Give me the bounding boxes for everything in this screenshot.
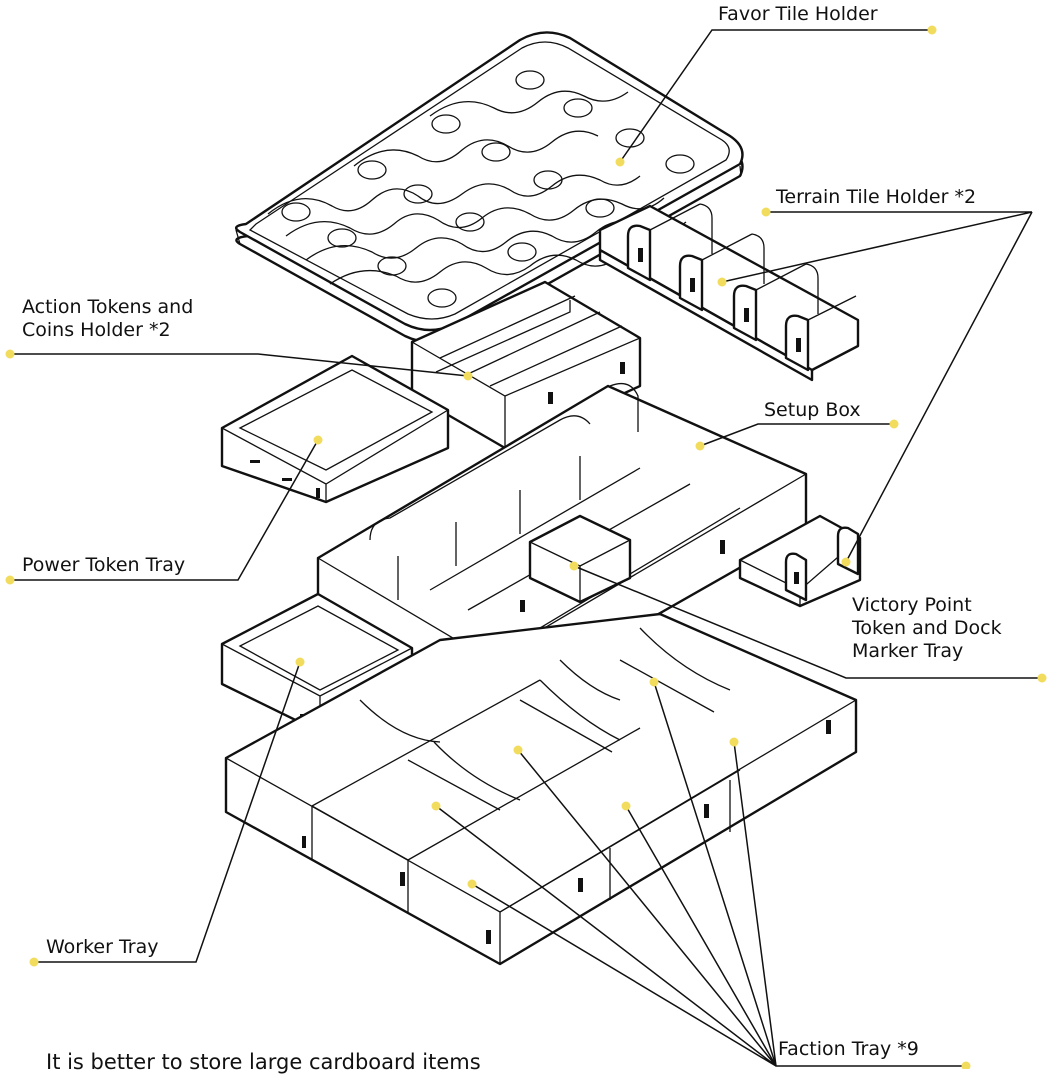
leader-lines xyxy=(10,29,1042,1067)
label-setup-box: Setup Box xyxy=(764,399,861,421)
label-victory-point-line2: Token and Dock xyxy=(852,617,1002,640)
label-power-token-tray: Power Token Tray xyxy=(22,554,186,576)
label-worker-tray: Worker Tray xyxy=(46,936,159,958)
label-action-tokens-holder: Action Tokens and Coins Holder *2 xyxy=(22,296,193,342)
terrain-tile-holder-part xyxy=(598,203,860,382)
label-victory-point-line1: Victory Point xyxy=(852,594,972,616)
label-victory-point-line3: Marker Tray xyxy=(852,640,964,663)
label-terrain-tile-holder: Terrain Tile Holder *2 xyxy=(776,186,977,208)
label-faction-tray: Faction Tray *9 xyxy=(778,1038,919,1060)
label-victory-point-tray: Victory Point Token and Dock Marker Tray xyxy=(852,594,1002,664)
favor-tile-holder-part xyxy=(234,31,744,344)
label-action-tokens-line2: Coins Holder *2 xyxy=(22,319,171,342)
setup-box-part xyxy=(316,382,808,712)
victory-point-tray-part xyxy=(738,514,862,608)
callout-dots xyxy=(5,25,1047,1069)
label-action-tokens-line1: Action Tokens and xyxy=(22,296,194,318)
storage-note: It is better to store large cardboard it… xyxy=(46,1050,481,1074)
faction-trays-part xyxy=(224,612,858,966)
power-token-tray-part xyxy=(220,354,450,504)
label-favor-tile-holder: Favor Tile Holder xyxy=(718,3,878,25)
